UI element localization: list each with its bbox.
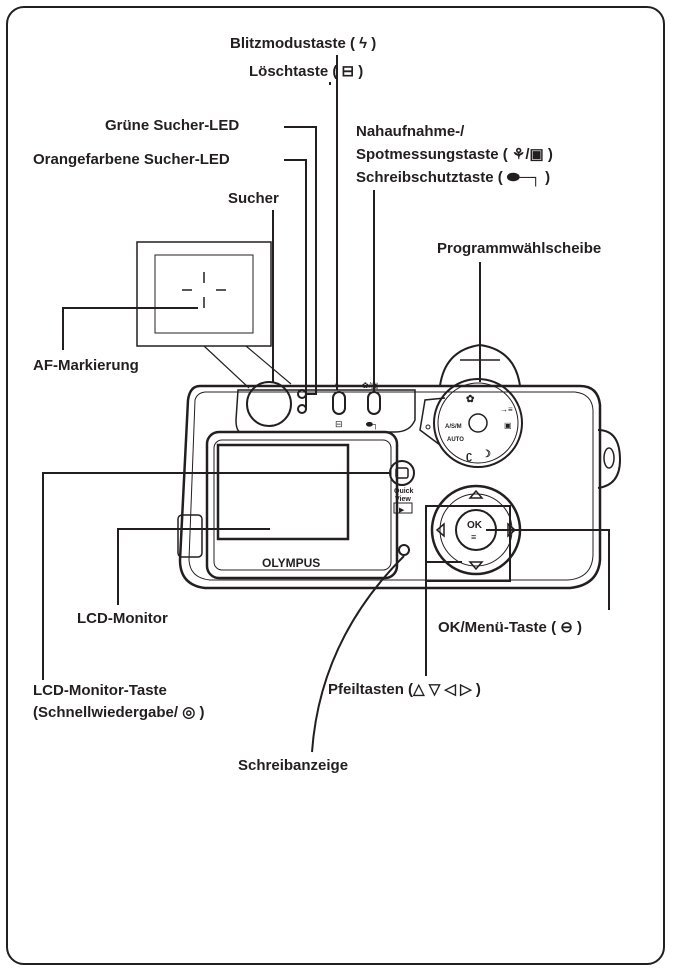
macro-button-label-line1: Nahaufnahme-/ [356, 123, 465, 140]
leader-af-mark [62, 307, 198, 350]
dial-auto-text: AUTO [447, 437, 464, 443]
flash-mode-button-label: Blitzmodustaste ( ϟ ) [230, 35, 377, 52]
brand-logo: OLYMPUS [262, 556, 320, 570]
af-target-mark [182, 272, 226, 308]
af-mark-label: AF-Markierung [33, 357, 139, 374]
mode-dial-label: Programmwählscheibe [437, 240, 602, 257]
macro-protect-button [367, 391, 381, 415]
svg-text:⊟: ⊟ [335, 419, 343, 429]
macro-button-label-line2: Spotmessungstaste ( ⚘/▣ ) [356, 146, 553, 163]
erase-button-label: Löschtaste ( ⊟ ) [249, 63, 364, 80]
leader-write-indicator [311, 555, 405, 753]
viewfinder-label: Sucher [228, 190, 279, 207]
leader-arrows [425, 505, 476, 676]
orange-led-label: Orangefarbene Sucher-LED [33, 151, 230, 168]
lcd-button-label-line1: LCD-Monitor-Taste [33, 682, 167, 699]
svg-text:✿/▣: ✿/▣ [362, 381, 378, 390]
leader-lcd-button [42, 472, 389, 680]
svg-text:✿: ✿ [466, 394, 475, 405]
svg-text:☽: ☽ [482, 449, 491, 460]
leader-ok-menu [486, 529, 610, 610]
side-latch [177, 514, 203, 558]
orange-led [297, 404, 307, 414]
leader-arrows-box [425, 505, 511, 582]
svg-text:⬬┐: ⬬┐ [365, 420, 379, 430]
arrow-keys-label: Pfeiltasten (△ ▽ ◁ ▷ ) [328, 681, 481, 698]
protect-button-label: Schreibschutztaste ( ⬬─┐ ) [356, 169, 551, 186]
svg-text:→≡: →≡ [500, 405, 513, 414]
lcd-button-label-line2: (Schnellwiedergabe/ ◎ ) [33, 704, 205, 721]
lcd-screen [216, 443, 350, 541]
ok-menu-button-label: OK/Menü-Taste ( ⊖ ) [438, 619, 582, 636]
svg-text:ʗ: ʗ [466, 450, 472, 462]
green-led-label: Grüne Sucher-LED [105, 117, 240, 134]
write-indicator-led [398, 544, 410, 556]
quick-view-button [393, 502, 413, 514]
green-led [297, 389, 307, 399]
leader-lcd-monitor [117, 528, 270, 605]
camera-body-inner [188, 391, 594, 581]
camera-body [178, 384, 602, 590]
svg-text:▶: ▶ [399, 507, 405, 514]
quick-view-label-1: Quick [394, 488, 414, 495]
lcd-monitor-button [389, 460, 415, 486]
dial-mode-text: A/S/M [445, 424, 462, 430]
viewfinder-eyepiece [246, 381, 292, 427]
leader-green-led [284, 126, 317, 395]
strap-lug [597, 429, 622, 489]
viewfinder-plate [235, 389, 416, 433]
svg-text:≡: ≡ [471, 532, 476, 542]
viewfinder-inset [136, 241, 272, 347]
svg-text:▣: ▣ [504, 421, 512, 430]
lcd-frame [205, 430, 399, 580]
quick-view-label-2: View [395, 496, 411, 503]
page-frame [6, 6, 665, 965]
lcd-monitor-label: LCD-Monitor [77, 610, 168, 627]
mode-dial [433, 378, 523, 468]
ok-button-text: OK [467, 520, 483, 531]
flash-erase-button [332, 391, 346, 415]
leader-orange-led [284, 159, 307, 409]
write-indicator-label: Schreibanzeige [238, 757, 349, 774]
